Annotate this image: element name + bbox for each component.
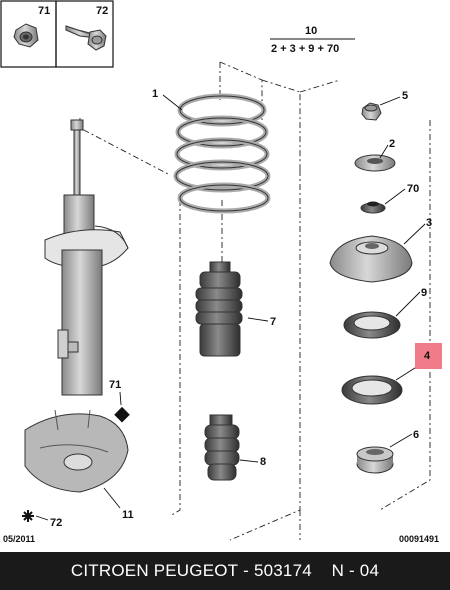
ref-label: 00091491 xyxy=(399,534,439,544)
footer-sep-2 xyxy=(312,561,332,581)
inset-bolt-72-icon xyxy=(65,25,107,51)
bush-icon xyxy=(360,201,386,214)
coil-spring-icon xyxy=(173,93,271,214)
bump-stop-icon xyxy=(204,414,240,481)
inset-boxes xyxy=(0,0,114,68)
label-7: 7 xyxy=(270,316,276,328)
label-4: 4 xyxy=(424,350,431,362)
kit-formula: 2 + 3 + 9 + 70 xyxy=(271,43,339,55)
label-70: 70 xyxy=(407,183,419,195)
footer-bar: CITROEN PEUGEOT - 503174 N - 04 xyxy=(0,552,450,590)
label-72-inset: 72 xyxy=(96,5,108,17)
clip-71-icon xyxy=(114,406,130,423)
footer-position: N - 04 xyxy=(331,561,380,580)
label-9: 9 xyxy=(421,287,427,299)
heat-shield-icon xyxy=(24,409,129,493)
label-71: 71 xyxy=(109,379,121,391)
exploded-diagram: 71 72 10 2 + 3 + 9 + 70 xyxy=(0,0,442,544)
seat-ring-icon xyxy=(341,375,403,405)
bearing-icon xyxy=(343,311,401,339)
date-label: 05/2011 xyxy=(3,534,35,544)
footer-part-number: 503174 xyxy=(253,561,312,580)
label-8: 8 xyxy=(260,456,266,468)
kit-number: 10 xyxy=(305,25,317,37)
strut-mount-icon xyxy=(329,235,413,283)
cup-washer-icon xyxy=(354,154,396,172)
footer-brand: CITROEN PEUGEOT xyxy=(70,561,239,580)
label-6: 6 xyxy=(413,429,419,441)
inset-nut-71-icon xyxy=(13,23,39,48)
label-5: 5 xyxy=(402,90,408,102)
label-3: 3 xyxy=(426,217,432,229)
dust-boot-icon xyxy=(195,261,243,357)
label-71-inset: 71 xyxy=(38,5,50,17)
star-bolt-72-icon xyxy=(22,510,34,522)
nut-icon xyxy=(361,102,382,121)
shock-absorber-strut-icon xyxy=(44,119,129,396)
footer-sep-1: - xyxy=(238,561,254,580)
label-2: 2 xyxy=(389,138,395,150)
label-11: 11 xyxy=(122,509,134,521)
highlight-box-4 xyxy=(415,343,442,369)
leader-lines xyxy=(35,94,426,521)
label-72: 72 xyxy=(50,517,62,529)
lower-seat-icon xyxy=(356,446,394,474)
label-1: 1 xyxy=(152,88,158,100)
